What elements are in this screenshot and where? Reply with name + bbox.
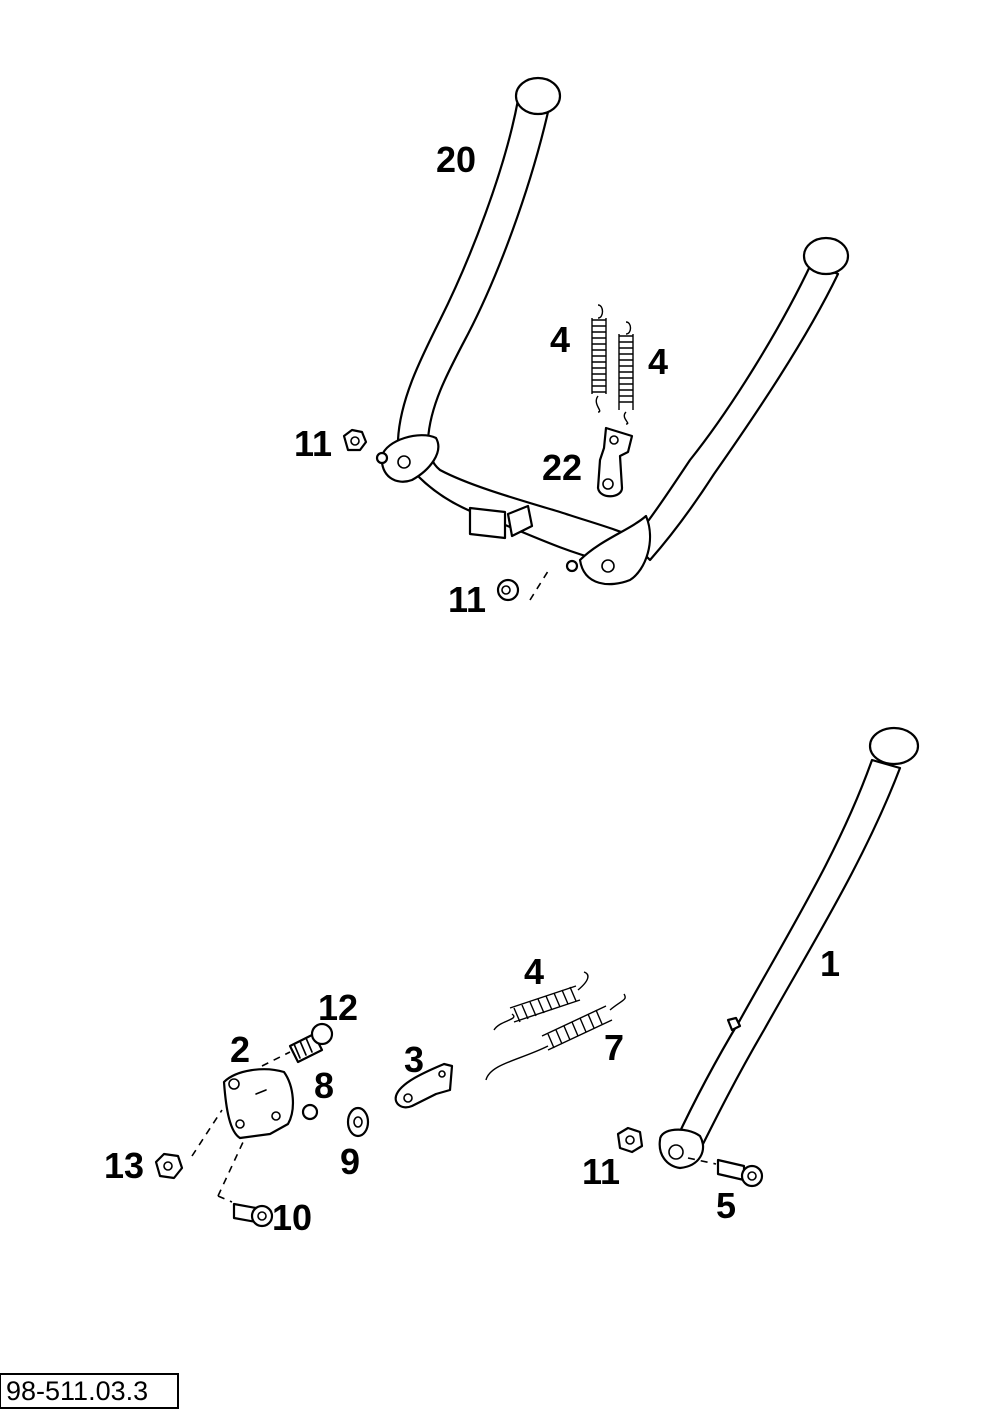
bolt-5 — [716, 1158, 764, 1188]
side-stand-cap — [868, 726, 920, 766]
right-mount-plate — [578, 514, 651, 586]
nut-11-lower — [616, 1126, 644, 1154]
callout-20: 20 — [436, 139, 476, 180]
plate-3 — [394, 1062, 454, 1109]
callout-1: 1 — [820, 943, 840, 984]
callout-10: 10 — [272, 1197, 312, 1238]
right-leg-cap — [802, 236, 850, 276]
callout-11-lower: 11 — [582, 1151, 620, 1192]
callout-11-upper: 11 — [294, 423, 332, 464]
leader-10 — [217, 1139, 245, 1203]
callout-5: 5 — [716, 1185, 736, 1226]
bolt-10 — [232, 1202, 274, 1228]
callout-8: 8 — [314, 1065, 334, 1106]
callout-2: 2 — [230, 1029, 250, 1070]
bump-stop — [468, 506, 507, 540]
nut-11-upper — [342, 428, 368, 452]
left-leg-cap — [514, 76, 562, 116]
drawing-number: 98-511.03.3 — [6, 1376, 148, 1406]
callout-12: 12 — [318, 987, 358, 1028]
spring-upper-left — [591, 304, 607, 413]
callout-4-upper-left: 4 — [550, 319, 570, 360]
part-8 — [301, 1103, 319, 1121]
leader-12 — [261, 1051, 291, 1067]
spring-7 — [485, 993, 626, 1081]
leader-11-middle — [529, 567, 551, 601]
callout-4-upper-right: 4 — [648, 341, 668, 382]
nut-13 — [154, 1152, 184, 1180]
bracket-2 — [222, 1068, 294, 1140]
spring-upper-right — [618, 321, 634, 425]
callout-4-lower: 4 — [524, 951, 544, 992]
center-stand — [375, 76, 850, 586]
leader-5 — [687, 1157, 717, 1165]
callout-9: 9 — [340, 1141, 360, 1182]
callout-7: 7 — [604, 1027, 624, 1068]
side-stand — [658, 726, 920, 1170]
nut-11-middle — [496, 578, 520, 602]
left-mount-plate — [380, 434, 440, 483]
screw-12 — [288, 1022, 334, 1064]
callout-22: 22 — [542, 447, 582, 488]
spring-4-lower — [493, 971, 589, 1031]
callout-11-middle: 11 — [448, 579, 486, 620]
callout-13: 13 — [104, 1145, 144, 1186]
drawing-number-box: 98-511.03.3 — [0, 1373, 179, 1409]
washer-9 — [346, 1106, 370, 1138]
leader-13 — [191, 1109, 223, 1157]
callout-3: 3 — [404, 1039, 424, 1080]
bracket-22 — [596, 426, 634, 498]
